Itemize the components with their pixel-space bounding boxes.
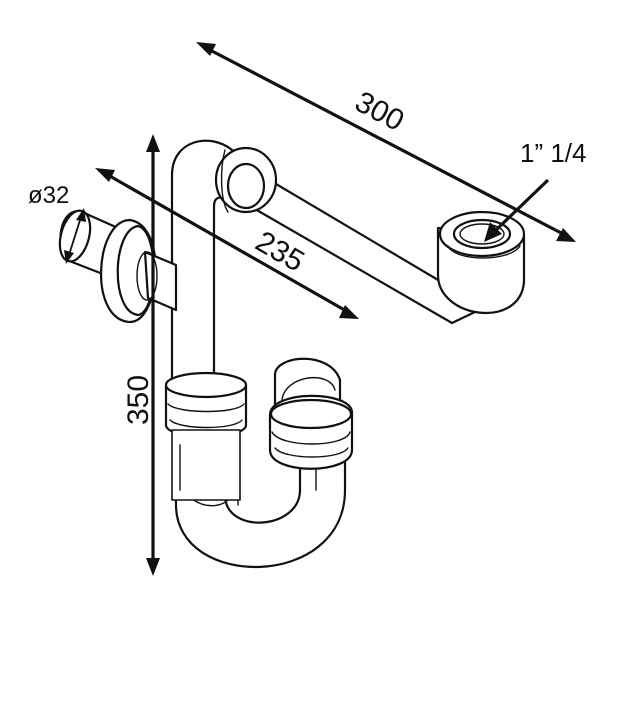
thread-size-label: 1” 1/4: [520, 138, 587, 168]
thread-pointer: 1” 1/4: [484, 138, 587, 242]
dimension-diameter-label: ø32: [28, 182, 69, 209]
dimension-300-label: 300: [350, 85, 410, 138]
vertical-pipe: [170, 139, 278, 382]
dimension-350-label: 350: [122, 375, 155, 425]
wall-inlet-pipe: [58, 209, 178, 324]
dimension-350: 350: [122, 134, 160, 576]
dimension-diameter: ø32: [28, 182, 86, 264]
right-coupling-nut: [268, 394, 354, 470]
left-coupling-nut: [164, 371, 248, 501]
